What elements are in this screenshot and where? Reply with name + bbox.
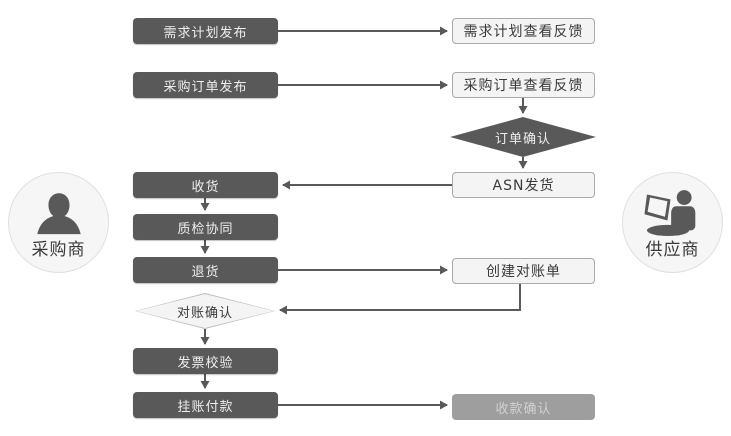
node-purchase-order-feedback: 采购订单查看反馈: [452, 72, 595, 98]
node-purchase-order-publish: 采购订单发布: [133, 72, 278, 98]
node-payment-on-account: 挂账付款: [133, 392, 278, 418]
actor-buyer-label: 采购商: [31, 240, 86, 260]
decision-statement-confirm: 对账确认: [135, 293, 275, 329]
actor-buyer: 采购商: [8, 172, 109, 273]
node-receipt-confirm: 收款确认: [452, 394, 595, 420]
node-demand-plan-feedback: 需求计划查看反馈: [452, 18, 595, 44]
actor-supplier-label: 供应商: [645, 240, 700, 260]
decision-order-confirm: 订单确认: [450, 117, 596, 157]
person-icon: [9, 187, 108, 249]
node-quality-collaboration: 质检协同: [133, 214, 278, 240]
decision-statement-confirm-label: 对账确认: [136, 294, 274, 328]
person-laptop-icon: [623, 187, 722, 249]
actor-supplier: 供应商: [622, 172, 723, 273]
node-invoice-check: 发票校验: [133, 348, 278, 374]
node-return-goods: 退货: [133, 257, 278, 283]
node-demand-plan-publish: 需求计划发布: [133, 18, 278, 44]
node-create-statement: 创建对账单: [452, 258, 595, 284]
connector-statement-to-confirm: [279, 284, 521, 315]
node-asn-shipment: ASN发货: [452, 172, 595, 198]
node-receive-goods: 收货: [133, 172, 278, 198]
